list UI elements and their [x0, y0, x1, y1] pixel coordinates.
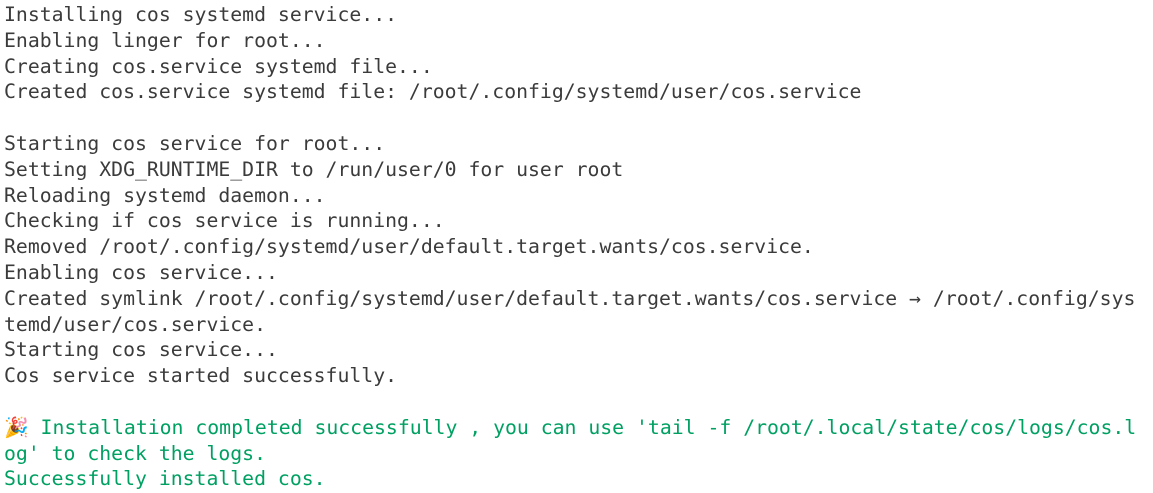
terminal-line: Cos service started successfully. — [4, 364, 398, 388]
terminal-line: Enabling linger for root... — [4, 28, 326, 52]
success-message-wrap-continuation: og' to check the logs. — [4, 441, 267, 465]
success-message-line: 🎉 Installation completed successfully , … — [4, 415, 1137, 439]
terminal-blank-line — [4, 105, 1150, 131]
terminal-line: Setting XDG_RUNTIME_DIR to /run/user/0 f… — [4, 157, 624, 181]
terminal-line: Starting cos service... — [4, 338, 278, 362]
terminal-line: Checking if cos service is running... — [4, 209, 445, 233]
terminal-line: Created cos.service systemd file: /root/… — [4, 80, 862, 104]
terminal-line: Creating cos.service systemd file... — [4, 54, 433, 78]
success-installed-line: Successfully installed cos. — [4, 467, 326, 491]
terminal-line: Reloading systemd daemon... — [4, 183, 326, 207]
terminal-line: Starting cos service for root... — [4, 131, 386, 155]
terminal-line: Removed /root/.config/systemd/user/defau… — [4, 235, 814, 259]
terminal-line: Installing cos systemd service... — [4, 3, 398, 26]
terminal-line-wrap-continuation: temd/user/cos.service. — [4, 312, 267, 336]
terminal-line: Enabling cos service... — [4, 260, 278, 284]
terminal-blank-line — [4, 389, 1150, 415]
terminal-line-wrapped: Created symlink /root/.config/systemd/us… — [4, 286, 1136, 310]
